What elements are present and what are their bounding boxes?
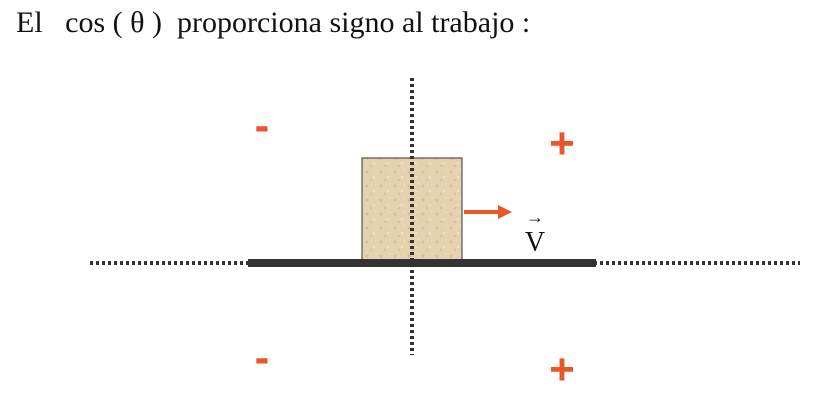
quadrant-bottom-left-sign: - xyxy=(255,333,270,382)
slide-title: El cos ( θ ) proporciona signo al trabaj… xyxy=(16,6,531,39)
block xyxy=(361,157,463,262)
velocity-vector-marker: → xyxy=(526,207,544,227)
quadrant-top-left-sign: - xyxy=(255,101,270,150)
quadrant-bottom-right-sign: + xyxy=(549,345,575,394)
velocity-label: V xyxy=(525,227,545,258)
quadrant-top-right-sign: + xyxy=(549,119,575,168)
velocity-arrow-icon xyxy=(464,205,512,219)
